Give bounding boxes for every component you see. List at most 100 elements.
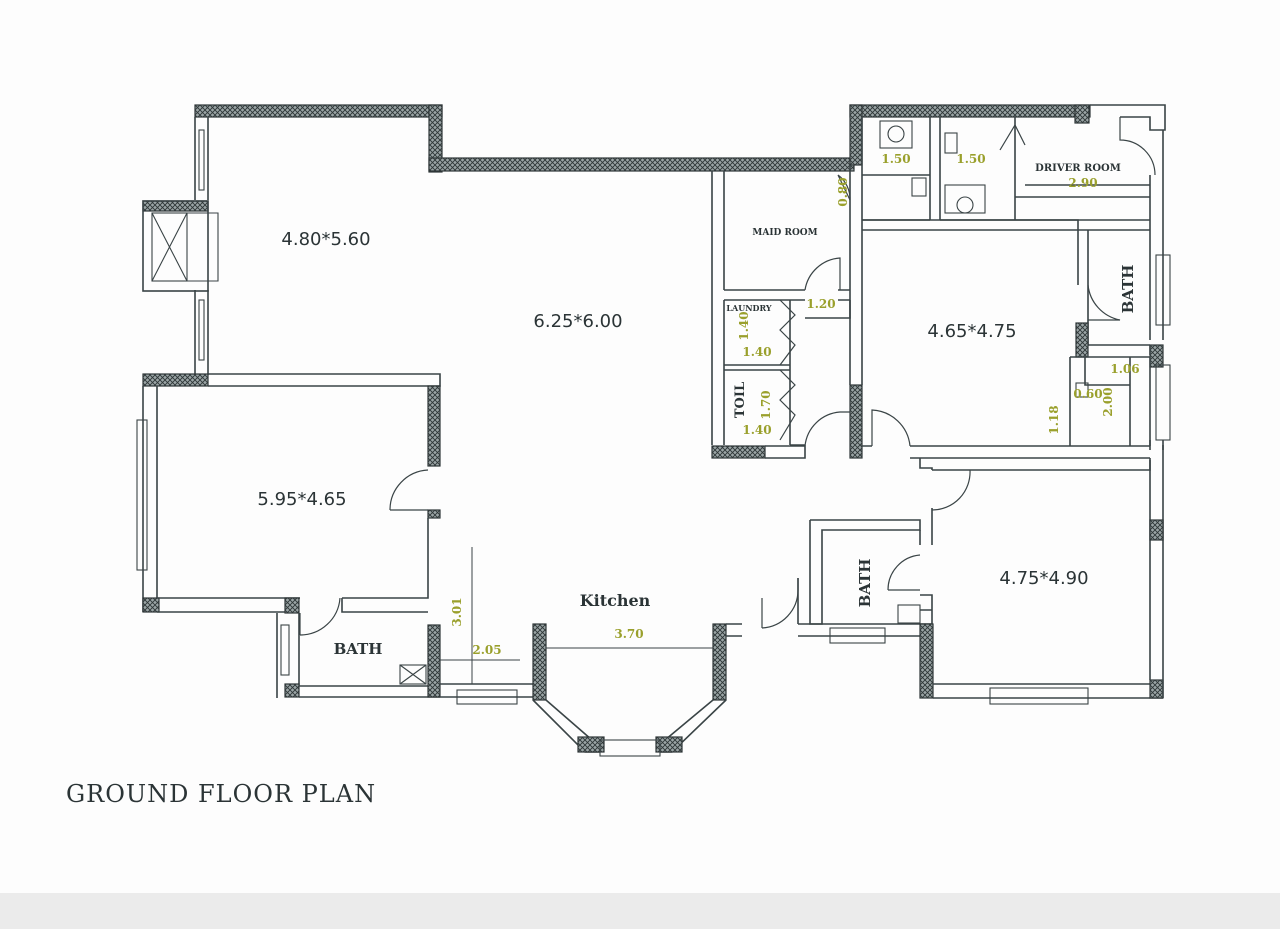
room-label-laundry: LAUNDRY [726, 303, 771, 313]
wall-north-bedroom-b [920, 457, 1151, 471]
wall-toil-south-2 [765, 445, 806, 459]
door-bedroom-b [931, 469, 971, 511]
wall-toil-south [711, 445, 766, 459]
wall-salon-sw [142, 597, 160, 613]
wall-bedroom-b-se [1149, 679, 1164, 699]
window-bath-left [280, 624, 290, 676]
wall-kitchen-west [427, 624, 441, 698]
dim-closet-v: 1.18 [1047, 405, 1061, 434]
wall-bedroom-b-pier [1149, 519, 1164, 541]
wall-bay-diag [532, 699, 727, 753]
wall-maid-south [724, 289, 805, 301]
dim-kitchen-h1: 2.05 [472, 643, 501, 657]
wall-west-bath [276, 613, 300, 698]
dim-kitchen-h2: 3.70 [614, 627, 643, 641]
closet-fixture [1075, 382, 1089, 398]
window-bath-right [1155, 254, 1171, 326]
fireplace-cross [151, 212, 188, 282]
wall-bath-right-jamb [1075, 322, 1089, 358]
door-maid-room [804, 257, 841, 291]
scan-bottom-margin [0, 893, 1280, 929]
wc2-fixture [944, 184, 986, 214]
closet-walls [1069, 356, 1151, 446]
doors [299, 117, 1156, 636]
dim-laundry-v: 1.40 [737, 311, 751, 340]
wall-driver-pier [1074, 104, 1090, 124]
door-corridor [804, 411, 850, 447]
wc2-sink [944, 132, 958, 154]
wall-east-service [1149, 130, 1164, 340]
dim-closet-h: 2.00 [1101, 387, 1115, 416]
wall-maid-west [711, 171, 725, 445]
wall-west-living-upper [194, 117, 209, 200]
wall-bay-corner-right [655, 736, 683, 753]
dimension-lines [440, 547, 713, 684]
bath-shaft [399, 664, 427, 685]
window-living-1 [198, 129, 205, 191]
window-bay [599, 739, 661, 757]
room-label-bath-right: BATH [1119, 265, 1137, 314]
wall-bath-sw [284, 683, 300, 698]
wall-bedroom-a-west [849, 165, 863, 385]
room-size-bedroom-a: 4.65*4.75 [927, 321, 1016, 342]
room-label-driver: DRIVER ROOM [1035, 163, 1121, 174]
wc1-sink [911, 177, 927, 197]
door-bedroom-a [871, 409, 911, 447]
wall-bay-left [532, 623, 547, 701]
dim-driver: 2.90 [1068, 176, 1097, 190]
wall-bath-center-door [919, 508, 933, 545]
room-size-living: 4.80*5.60 [281, 229, 370, 250]
wall-service-left [849, 104, 863, 166]
dim-corridor: 1.20 [806, 297, 835, 311]
wall-bath-center-jamb [920, 594, 933, 624]
dim-closet-w: 1.06 [1110, 362, 1139, 376]
wall-south-salon [157, 597, 300, 613]
door-bath-left [299, 597, 341, 636]
window-kitchen [456, 689, 518, 705]
bath-center-shaft [897, 604, 921, 624]
wall-driver-corner [1090, 104, 1166, 131]
wall-north-hall [428, 157, 855, 172]
room-size-salon: 5.95*4.65 [257, 489, 346, 510]
wall-laundry-toil [723, 300, 791, 445]
window-living-2 [198, 299, 205, 361]
dim-toil-v: 1.70 [759, 390, 773, 419]
door-salon [389, 469, 429, 511]
wall-north-salon [142, 373, 209, 387]
wall-bedroom-a-corner [849, 384, 863, 459]
wall-bedroom-a-east-low [1149, 440, 1164, 450]
wall-bay-right [712, 623, 727, 701]
door-bath-right [1087, 284, 1121, 321]
fireplace [142, 200, 209, 292]
wc1-bowl-icon [887, 125, 905, 143]
fireplace-box [151, 212, 188, 282]
room-label-kitchen: Kitchen [580, 591, 651, 610]
door-maid-side [837, 174, 851, 201]
wall-west-living-lower [194, 290, 209, 375]
fireplace-top [142, 200, 209, 212]
window-bedroom-a [1155, 364, 1171, 441]
dim-toil-h: 1.40 [742, 423, 771, 437]
door-driver-exterior [1119, 117, 1156, 176]
wall-salon-bath [341, 518, 429, 613]
wall-salon-east [427, 385, 441, 467]
wall-bedroom-b-west [919, 623, 934, 699]
wall-salon-east-jamb [427, 509, 441, 519]
door-kitchen [761, 578, 799, 629]
room-label-bath-center: BATH [856, 559, 874, 608]
door-bath-center [887, 554, 921, 591]
wall-east-bedroom-b [1149, 445, 1164, 698]
wall-south-bedroom-b [933, 683, 1163, 699]
room-label-maid: MAID ROOM [752, 228, 817, 238]
wall-corridor-returns [790, 299, 805, 446]
dim-wc1: 1.50 [881, 152, 910, 166]
dim-laundry-h: 1.40 [742, 345, 771, 359]
dim-maid-door: 0.80 [836, 177, 850, 206]
door-wc2 [999, 123, 1026, 151]
wc1-fixture [879, 120, 913, 149]
wall-west-salon [142, 386, 158, 612]
wall-bay-corner-left [577, 736, 605, 753]
window-bath-center [829, 627, 886, 644]
wall-salon-divider [208, 373, 441, 387]
